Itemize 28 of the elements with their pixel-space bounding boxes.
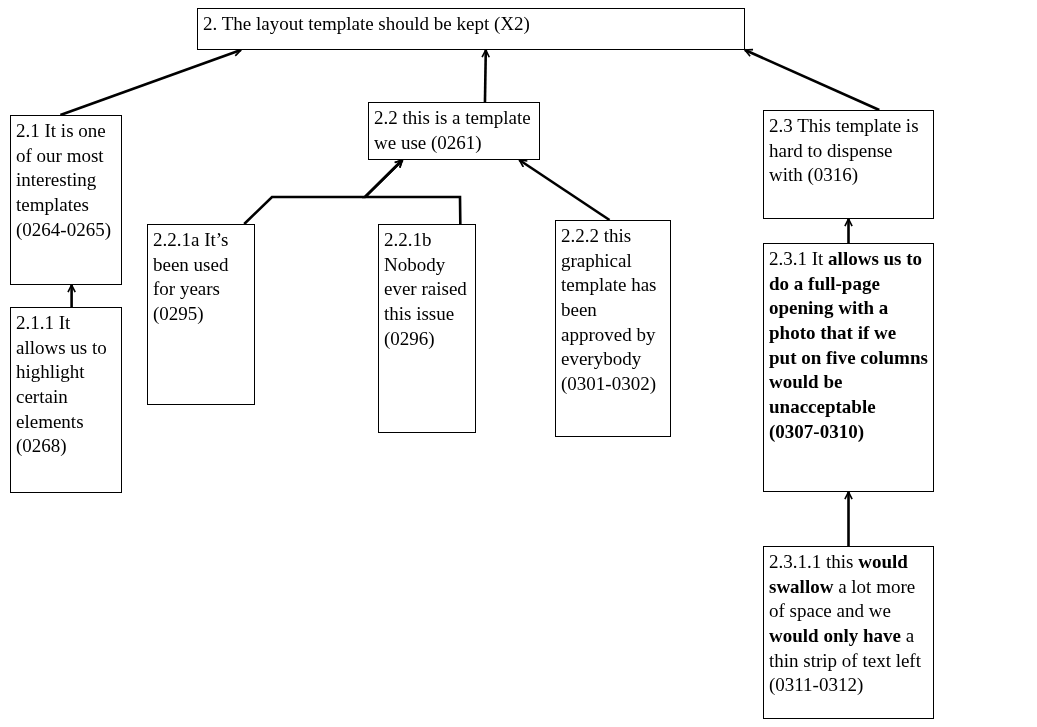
box-text: 2. The layout template should be kept (X2) <box>203 12 531 36</box>
arrow <box>481 49 491 103</box>
box-text: 2.3.1.1 this would swallow a lot more of space and we would only have a thin strip of text left (0311-0312) <box>769 550 922 698</box>
text-box <box>555 220 671 437</box>
text-box <box>10 307 122 493</box>
text-box <box>10 115 122 285</box>
arrow <box>844 491 853 546</box>
box-text: 2.1.1 It allows us to highlight certain elements (0268) <box>16 311 108 459</box>
box-text: 2.1 It is one of our most interesting templates (0264-0265) <box>16 119 112 242</box>
arrow <box>67 284 76 307</box>
arrow <box>59 48 242 117</box>
text-box <box>147 224 255 405</box>
box-text: 2.2 this is a template we use (0261) <box>374 106 532 155</box>
text-box <box>197 8 745 50</box>
box-text: 2.3.1 It allows us to do a full-page opening with a photo that if we put on five columns would be unacceptable (0307-0310) <box>769 247 928 444</box>
text-box <box>763 243 934 492</box>
arrow <box>744 48 880 112</box>
arrow <box>844 218 853 243</box>
arrow <box>518 158 611 222</box>
text-box <box>368 102 540 160</box>
text-box <box>763 546 934 719</box>
box-text: 2.2.2 this graphical template has been approved by everybody (0301-0302) <box>561 224 658 397</box>
box-text: 2.3 This template is hard to dispense with (0316) <box>769 114 920 188</box>
text-box <box>378 224 476 433</box>
box-text: 2.2.1b Nobody ever raised this issue (0296) <box>384 228 468 351</box>
box-text: 2.2.1a It’s been used for years (0295) <box>153 228 230 327</box>
arrow <box>361 159 462 224</box>
text-box <box>763 110 934 219</box>
